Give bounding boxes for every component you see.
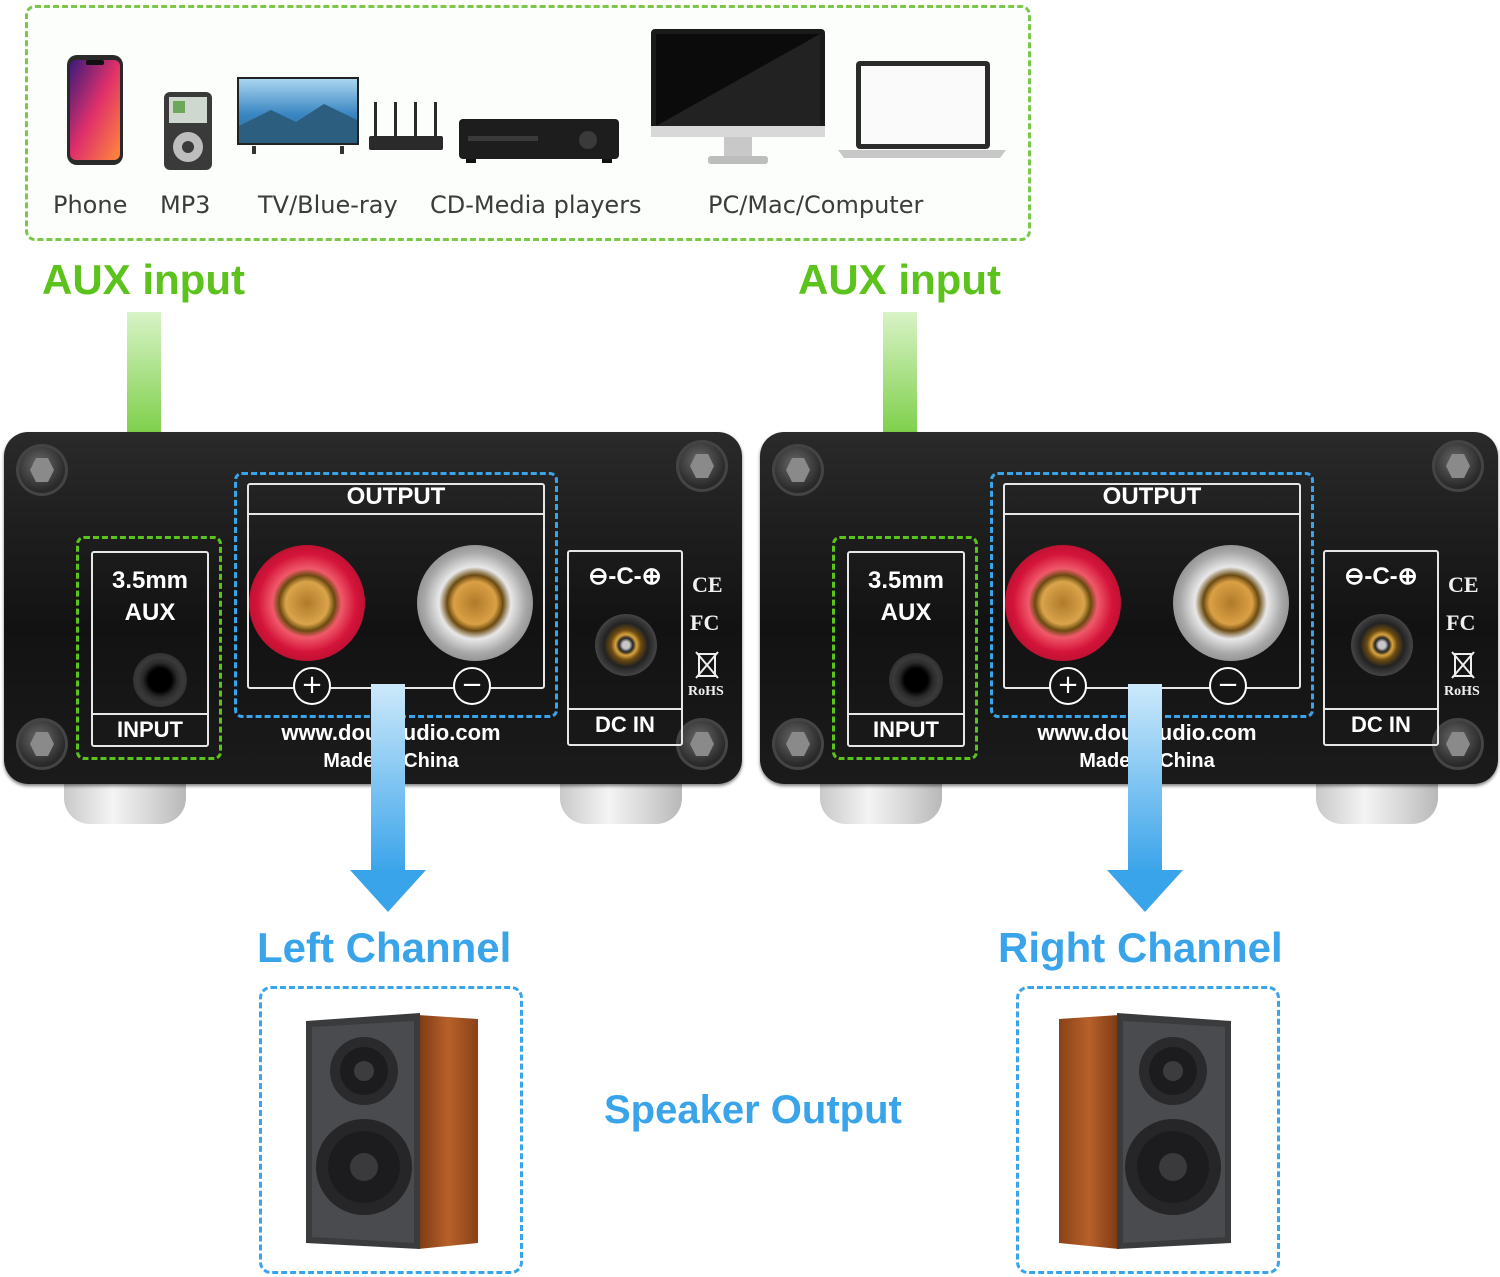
dc-jack[interactable] <box>1351 614 1413 676</box>
input-type-text: AUX <box>124 599 176 626</box>
screw-icon <box>676 440 728 492</box>
dc-in-label: DC IN <box>595 712 655 737</box>
amp-front-panel: 3.5mm AUX INPUT OUTPUT + − www.doukaudio… <box>4 432 742 784</box>
source-label-mp3: MP3 <box>160 191 211 219</box>
laptop-icon <box>838 61 1006 158</box>
blue-arrow-left <box>371 684 405 872</box>
cd-player-icon <box>459 119 619 163</box>
phone-icon <box>67 55 123 165</box>
monitor-icon <box>651 29 825 164</box>
dc-input-panel: ⊖-C-⊕ DC IN <box>567 550 683 746</box>
aux-jack[interactable] <box>889 653 943 707</box>
blue-arrow-right <box>1128 684 1162 872</box>
plus-sign: + <box>293 667 331 705</box>
tv-icon <box>237 77 359 154</box>
ce-mark: CE <box>692 572 723 597</box>
minus-sign: − <box>1209 667 1247 705</box>
weee-bin-icon <box>695 651 719 679</box>
polarity-icon: ⊖-C-⊕ <box>1344 563 1418 590</box>
output-label: OUTPUT <box>1102 483 1202 510</box>
dc-input-panel: ⊖-C-⊕ DC IN <box>1323 550 1439 746</box>
speaker-output-highlight: OUTPUT + − <box>234 472 558 718</box>
positive-terminal[interactable] <box>249 545 365 661</box>
amp-foot <box>560 784 682 824</box>
rohs-mark: RoHS <box>688 684 724 699</box>
divider <box>569 708 681 710</box>
right-speaker-box <box>1016 986 1280 1274</box>
input-size-text: 3.5mm <box>111 567 189 594</box>
mp3-player-icon <box>164 92 212 170</box>
speaker-output-highlight: OUTPUT + − <box>990 472 1314 718</box>
negative-terminal[interactable] <box>417 545 533 661</box>
input-label: INPUT <box>873 717 939 742</box>
divider <box>849 713 963 715</box>
blue-arrowhead-left <box>350 870 426 912</box>
input-panel: 3.5mm AUX INPUT <box>847 551 965 747</box>
source-label-pc: PC/Mac/Computer <box>708 191 924 219</box>
aux-input-label-right: AUX input <box>798 256 1001 303</box>
screw-icon <box>1432 440 1484 492</box>
screw-icon <box>1432 718 1484 770</box>
screw-icon <box>772 718 824 770</box>
aux-input-label-left: AUX input <box>42 256 245 303</box>
aux-jack[interactable] <box>133 653 187 707</box>
negative-terminal[interactable] <box>1173 545 1289 661</box>
divider <box>249 513 543 515</box>
polarity-icon: ⊖-C-⊕ <box>588 563 662 590</box>
minus-sign: − <box>453 667 491 705</box>
divider <box>1325 708 1437 710</box>
screw-icon <box>676 718 728 770</box>
divider <box>93 713 207 715</box>
aux-input-highlight: 3.5mm AUX INPUT <box>76 536 222 760</box>
source-label-phone: Phone <box>53 191 128 219</box>
source-devices-box: Phone MP3 TV/Blue-ray CD-Media players P… <box>25 5 1031 241</box>
fcc-mark: FC <box>690 610 720 635</box>
speaker-icon <box>306 1013 478 1249</box>
speaker-icon <box>1059 1013 1231 1249</box>
screw-icon <box>772 444 824 496</box>
aux-input-highlight: 3.5mm AUX INPUT <box>832 536 978 760</box>
dc-in-label: DC IN <box>1351 712 1411 737</box>
right-channel-label: Right Channel <box>998 924 1283 971</box>
amp-foot <box>820 784 942 824</box>
input-label: INPUT <box>117 717 183 742</box>
left-channel-label: Left Channel <box>257 924 512 971</box>
left-speaker-box <box>259 986 523 1274</box>
weee-bin-icon <box>1451 651 1475 679</box>
speaker-output-label: Speaker Output <box>604 1088 902 1132</box>
source-label-cd: CD-Media players <box>430 191 642 219</box>
fcc-mark: FC <box>1446 610 1476 635</box>
plus-sign: + <box>1049 667 1087 705</box>
positive-terminal[interactable] <box>1005 545 1121 661</box>
input-type-text: AUX <box>880 599 932 626</box>
screw-icon <box>16 444 68 496</box>
input-panel: 3.5mm AUX INPUT <box>91 551 209 747</box>
amp-foot <box>64 784 186 824</box>
divider <box>1005 513 1299 515</box>
blue-arrowhead-right <box>1107 870 1183 912</box>
router-icon <box>369 102 443 150</box>
source-label-tv: TV/Blue-ray <box>258 191 398 219</box>
amplifier-left: 3.5mm AUX INPUT OUTPUT + − www.doukaudio… <box>4 432 742 824</box>
dc-jack[interactable] <box>595 614 657 676</box>
ce-mark: CE <box>1448 572 1479 597</box>
output-label: OUTPUT <box>346 483 446 510</box>
input-size-text: 3.5mm <box>867 567 945 594</box>
amp-foot <box>1316 784 1438 824</box>
screw-icon <box>16 718 68 770</box>
rohs-mark: RoHS <box>1444 684 1480 699</box>
